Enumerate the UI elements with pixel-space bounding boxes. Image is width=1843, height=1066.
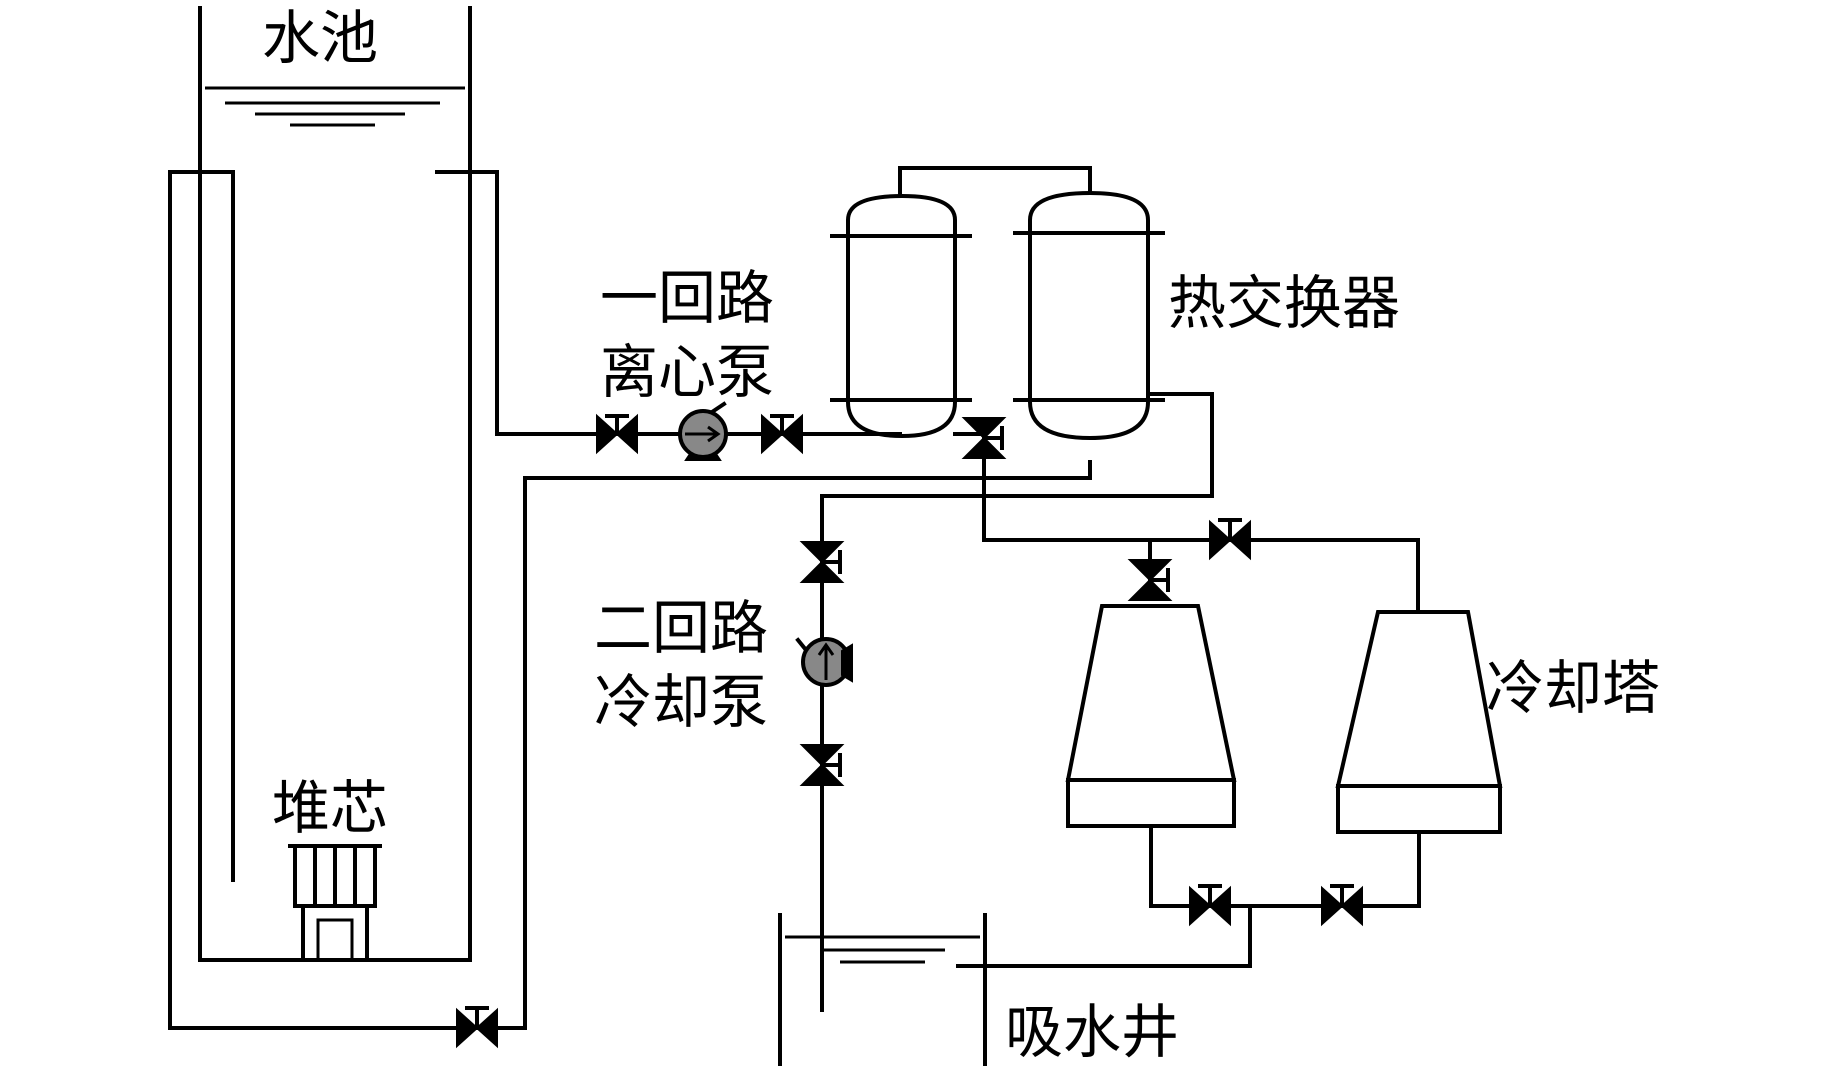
valve-pool-outlet[interactable] xyxy=(456,1006,498,1049)
suction-well xyxy=(778,913,987,1066)
valve-exchanger-bypass[interactable] xyxy=(961,417,1007,459)
suction-well-label: 吸水井 xyxy=(1005,998,1179,1066)
heat-exchanger-left xyxy=(830,193,972,439)
core-label: 堆芯 xyxy=(272,774,388,842)
primary-pump-label-1: 一回路 xyxy=(600,264,774,332)
valve-secondary-lower[interactable] xyxy=(799,744,845,786)
primary-pump-label-2: 离心泵 xyxy=(600,338,774,406)
valve-tower-right-out[interactable] xyxy=(1321,884,1363,927)
cooling-tower-left xyxy=(1065,604,1237,828)
heat-exchanger-right xyxy=(1013,190,1165,441)
valve-tower-left-in[interactable] xyxy=(1127,559,1173,601)
pool-inlet-pipe xyxy=(435,170,614,436)
cooling-tower-right xyxy=(1335,610,1503,834)
valve-secondary-upper[interactable] xyxy=(799,541,845,583)
valve-tower-left-out[interactable] xyxy=(1189,884,1231,927)
secondary-pump[interactable] xyxy=(795,637,853,687)
secondary-pump-label-1: 二回路 xyxy=(594,594,768,662)
primary-pump[interactable] xyxy=(678,401,728,461)
heat-exchanger-label: 热交换器 xyxy=(1168,269,1400,337)
valve-primary-out[interactable] xyxy=(761,413,803,455)
valve-primary-in[interactable] xyxy=(596,413,638,455)
cooling-tower-label: 冷却塔 xyxy=(1486,654,1660,722)
secondary-pump-label-2: 冷却泵 xyxy=(594,668,768,736)
core xyxy=(288,844,382,962)
pool-outlet-pipe xyxy=(168,170,1092,1030)
valve-tower-right-in[interactable] xyxy=(1209,518,1251,561)
pool-label: 水池 xyxy=(262,4,378,72)
